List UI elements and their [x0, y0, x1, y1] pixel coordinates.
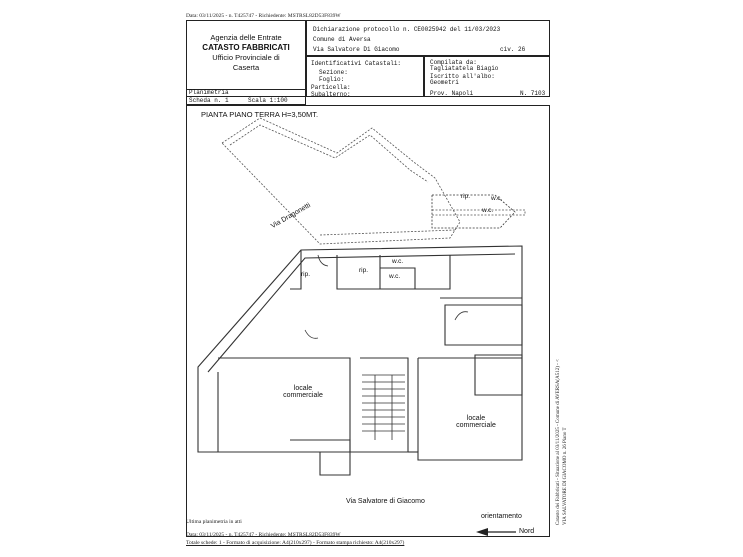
agency-catasto: CATASTO FABBRICATI — [202, 43, 290, 52]
locale-right-line1: locale — [466, 415, 486, 422]
agency-ufficio: Ufficio Provinciale di — [212, 53, 280, 62]
prov-text: Prov. Napoli — [430, 90, 474, 97]
document-sheet: Data: 03/11/2025 - n. T425747 - Richiede… — [170, 0, 580, 557]
declaration-box — [306, 20, 550, 56]
footer-totale: Totale schede: 1 - Formato di acquisizio… — [186, 540, 405, 546]
locale-left-line2: commerciale — [283, 392, 323, 399]
locale-right: locale commerciale — [446, 415, 506, 429]
iscritto-label: Iscritto all'albo: — [430, 73, 495, 80]
ultima-planimetria: Ultima planimetria in atti — [186, 519, 242, 525]
subalterno-label: Subalterno: — [311, 91, 351, 98]
wc-dashed-room — [431, 194, 516, 229]
street-salvatore: Via Salvatore di Giacomo — [346, 498, 425, 505]
room-rip-3: rip. — [461, 193, 471, 200]
plan-frame — [186, 105, 550, 537]
footer-stamp: Data: 03/11/2025 - n. T425747 - Richiede… — [186, 532, 341, 538]
identificativi-box — [306, 56, 424, 97]
scheda-label: Scheda n. 1 — [189, 97, 229, 104]
building-outline — [197, 245, 523, 476]
room-wc-2: w.c. — [389, 273, 401, 280]
scala-label: Scala 1:100 — [248, 97, 288, 104]
stair-lines — [362, 374, 405, 440]
dashed-courtyard — [221, 117, 526, 245]
locale-right-line2: commerciale — [456, 422, 496, 429]
room-rip-2: rip. — [359, 267, 369, 274]
compilata-box — [424, 56, 550, 97]
top-stamp: Data: 03/11/2025 - n. T425747 - Richiede… — [186, 13, 341, 19]
civ-text: civ. 26 — [500, 46, 526, 53]
nord-label: Nord — [519, 528, 535, 535]
identificativi-label: Identificativi Catastali: — [311, 60, 402, 67]
particella-label: Particella: — [311, 84, 351, 91]
foglio-label: Foglio: — [319, 76, 345, 83]
orientamento-label: orientamento — [481, 513, 522, 520]
dichiarazione-text: Dichiarazione protocollo n. CE0025942 de… — [313, 26, 501, 33]
planimetria-divider — [186, 96, 306, 97]
room-wc-1: w.c. — [392, 258, 404, 265]
plan-title: PIANTA PIANO TERRA H=3,50MT. — [201, 110, 319, 119]
side-text-2: VIA SALVATORE DI GIACOMO n. 26 Piano T — [563, 427, 568, 525]
locale-left-line1: locale — [293, 385, 313, 392]
room-wc-3: w.c. — [491, 195, 503, 202]
compilata-label: Compilata da: — [430, 59, 477, 66]
agency-block: Agenzia delle Entrate CATASTO FABBRICATI… — [186, 33, 306, 73]
numero-text: N. 7103 — [520, 90, 546, 97]
via-text: Via Salvatore Di Giacomo — [313, 46, 400, 53]
sezione-label: Sezione: — [319, 69, 348, 76]
planimetria-box — [186, 89, 306, 105]
albo-text: Geometri — [430, 79, 459, 86]
comune-text: Comune di Aversa — [313, 36, 371, 43]
north-arrow — [476, 528, 516, 536]
planimetria-label: Planimetria — [189, 89, 229, 96]
floor-plan-drawing — [197, 117, 526, 536]
door-arcs — [304, 254, 469, 339]
room-wc-4: w.c. — [482, 207, 494, 214]
locale-left: locale commerciale — [278, 385, 328, 399]
room-rip-1: rip. — [301, 271, 311, 278]
side-text-1: Catasto dei Fabbricati - Situazione al 0… — [556, 359, 561, 525]
agency-provincia: Caserta — [232, 63, 260, 72]
compilatore-name: Tagliatatela Biagio — [430, 65, 499, 72]
agency-name: Agenzia delle Entrate — [210, 33, 282, 42]
